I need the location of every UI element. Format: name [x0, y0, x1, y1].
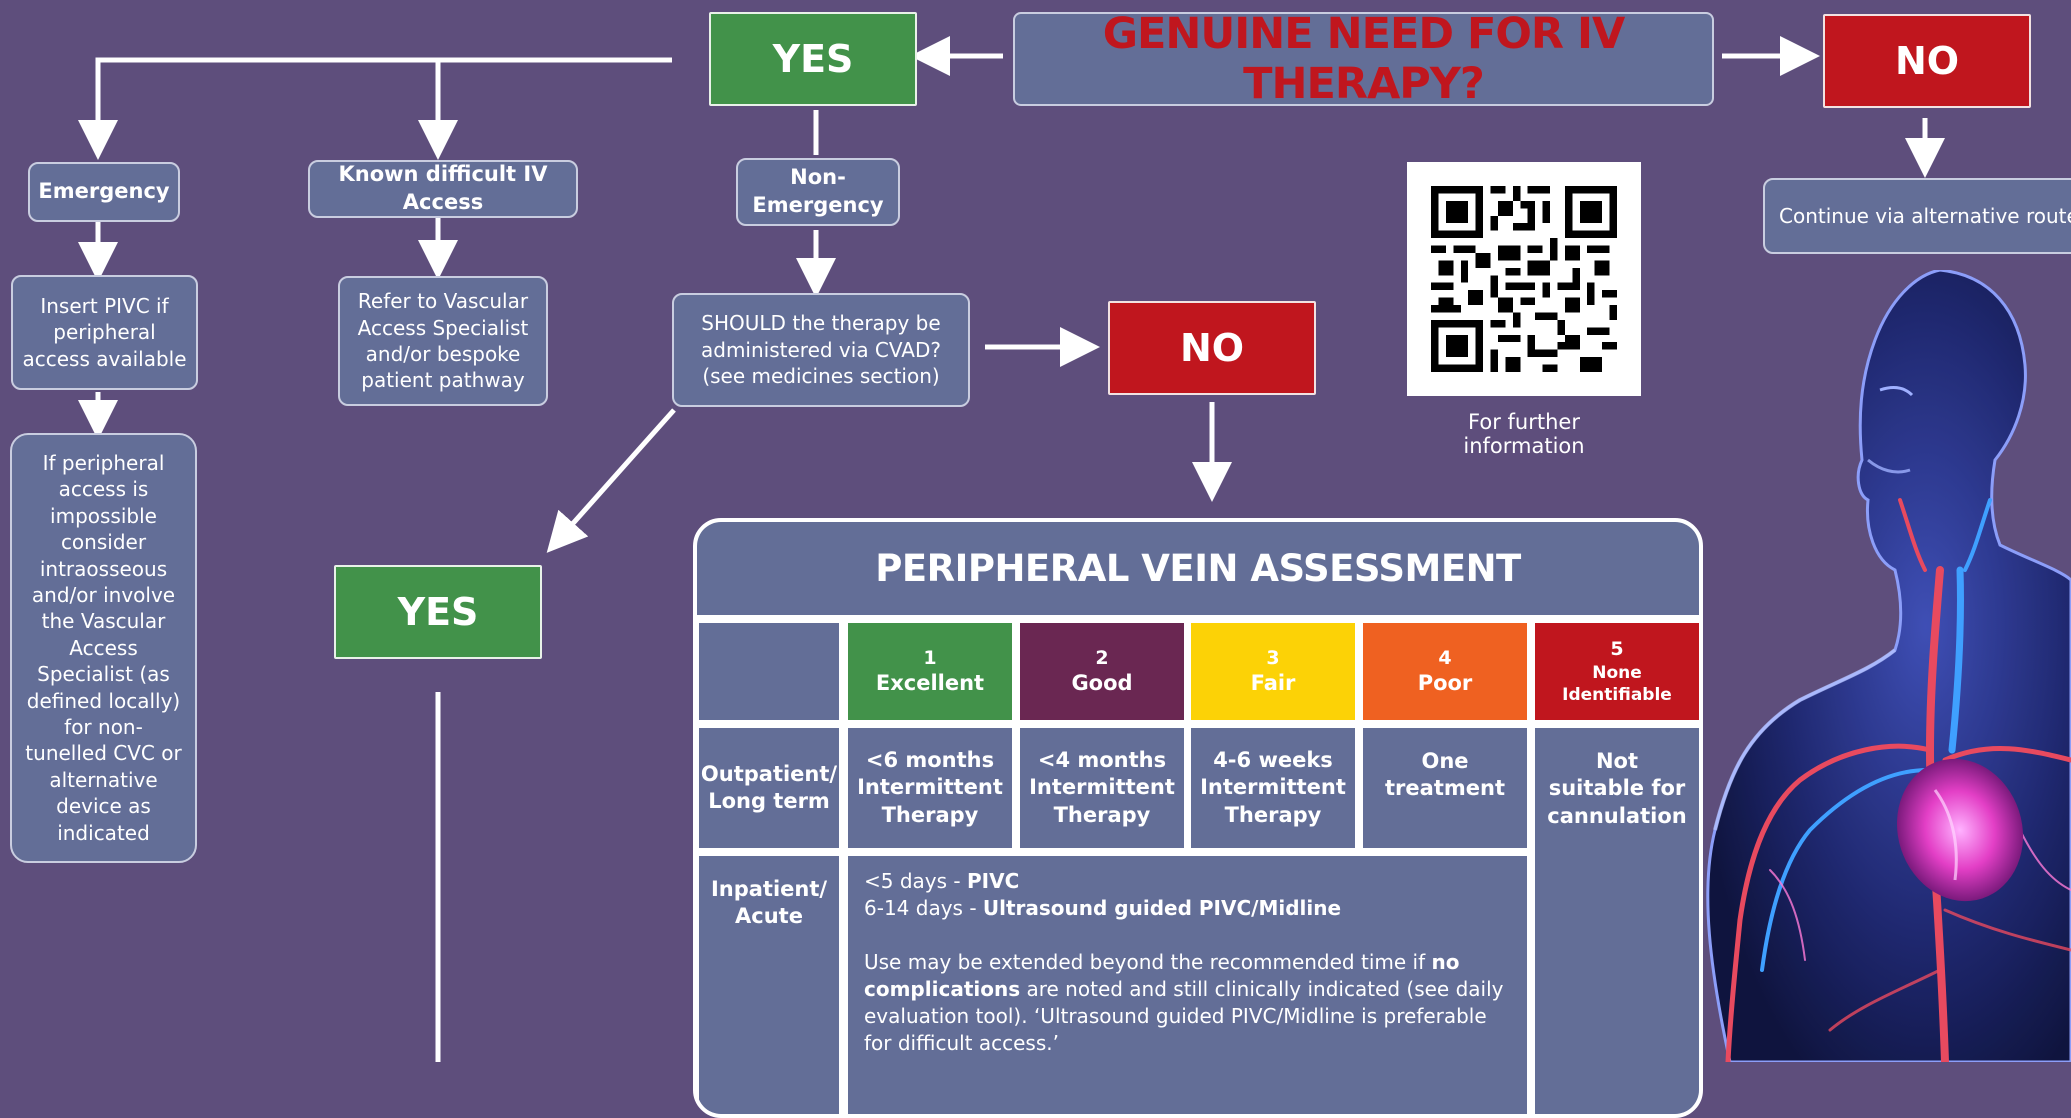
- qr-caption: For further information: [1463, 410, 1585, 458]
- outpatient-label-cell: Outpatient/ Long term: [699, 728, 839, 848]
- cvad-no-box: NO: [1108, 301, 1316, 395]
- emergency-box: Emergency: [28, 162, 180, 222]
- outpatient-grade-3-cell: 4-6 weeks Intermittent Therapy: [1191, 728, 1355, 848]
- emergency-step1-box: Insert PIVC if peripheral access availab…: [11, 275, 198, 390]
- outpatient-grade-4-cell: One treatment: [1363, 728, 1527, 848]
- cvad-question-box: SHOULD the therapy be administered via C…: [672, 293, 970, 407]
- main-question-box: GENUINE NEED FOR IV THERAPY?: [1013, 9, 1714, 109]
- difficult-step1-box: Refer to Vascular Access Specialist and/…: [338, 276, 548, 406]
- difficult-access-box: Known difficult IV Access: [308, 160, 578, 218]
- not-suitable-cell: Not suitable for cannulation: [1535, 728, 1699, 1114]
- assessment-corner-cell: [699, 623, 839, 720]
- human-anatomy-figure: [1706, 270, 2071, 1062]
- arrow-cvad-yes: [546, 408, 676, 553]
- flow-connectors: [78, 36, 1945, 1062]
- continue-alternative-box: Continue via alternative route: [1763, 178, 2071, 254]
- non-emergency-box: Non-Emergency: [736, 158, 900, 226]
- outpatient-grade-1-cell: <6 months Intermittent Therapy: [848, 728, 1012, 848]
- emergency-step2-box: If peripheral access is impossible consi…: [10, 433, 197, 863]
- yes-box-main: YES: [709, 12, 917, 106]
- outpatient-grade-2-cell: <4 months Intermittent Therapy: [1020, 728, 1184, 848]
- assessment-title: PERIPHERAL VEIN ASSESSMENT: [697, 522, 1699, 615]
- qr-code-icon: [1431, 186, 1617, 372]
- qr-code[interactable]: [1407, 162, 1641, 396]
- no-box-main: NO: [1823, 14, 2031, 108]
- inpatient-label-cell: Inpatient/ Acute: [699, 856, 839, 1114]
- inpatient-guidance-cell: <5 days - PIVC 6-14 days - Ultrasound gu…: [848, 856, 1527, 1114]
- cvad-yes-box: YES: [334, 565, 542, 659]
- arrow-to-emergency: [78, 57, 672, 160]
